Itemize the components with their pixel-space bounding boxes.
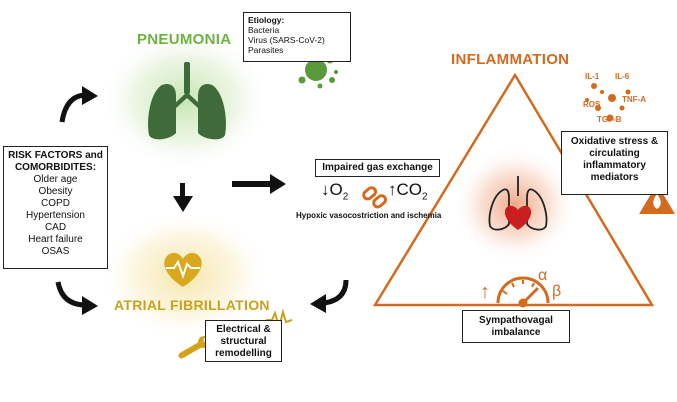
gas-exchange-label: Impaired gas exchange: [322, 162, 433, 173]
oxidative-stress-box: Oxidative stress & circulating inflammat…: [561, 131, 668, 195]
cytokine-ros: ROS: [583, 100, 601, 109]
risk-factor-item: COPD: [41, 198, 70, 209]
sympathetic-up-arrow: ↑: [480, 281, 490, 303]
heart-rate-icon: [164, 252, 202, 287]
risk-factor-item: Older age: [33, 174, 78, 185]
risk-factors-box: RISK FACTORS and COMORBIDITES: Older age…: [3, 146, 108, 269]
curved-arrow-to-pneumonia: [59, 86, 98, 123]
lungs-heart-icon: [488, 176, 548, 231]
inflammation-glow: [453, 147, 577, 263]
atrial-fibrillation-title: ATRIAL FIBRILLATION: [114, 297, 270, 313]
risk-factor-item: CAD: [44, 222, 67, 233]
pneumonia-title: PNEUMONIA: [137, 31, 232, 48]
cytokine-dots-icon: [585, 83, 631, 122]
remodelling-box: Electrical & structural remodelling: [205, 320, 282, 362]
oxidative-stress-label: Oxidative stress & circulating inflammat…: [570, 136, 659, 183]
sympathovagal-label: Sympathovagal imbalance: [479, 315, 553, 338]
risk-factor-item: OSAS: [41, 246, 70, 257]
risk-factor-item: Heart failure: [28, 234, 83, 245]
etiology-item: Virus (SARS-CoV-2): [248, 35, 325, 45]
curved-arrow-to-atrial: [55, 281, 98, 315]
co2-subscript: 2: [422, 191, 428, 203]
o2-indicator: ↓O2: [321, 180, 348, 202]
cytokine-il6: IL-6: [615, 72, 630, 81]
gas-exchange-box: Impaired gas exchange: [315, 159, 440, 177]
gas-exchange-caption: Hypoxic vasocostriction and ischemia: [296, 211, 442, 220]
o2-symbol: O: [329, 180, 343, 199]
lungs-icon: [148, 62, 226, 140]
co2-indicator: ↑CO2: [388, 180, 428, 202]
arrow-to-gas-exchange: [232, 174, 286, 194]
risk-factor-item: Hypertension: [26, 210, 85, 221]
pneumonia-glow: [100, 30, 270, 170]
inflammation-title: INFLAMMATION: [451, 51, 570, 68]
sympathovagal-box: Sympathovagal imbalance: [462, 310, 570, 343]
cytokine-tgfb: TGF-B: [597, 115, 622, 124]
risk-factors-heading: RISK FACTORS and COMORBIDITES:: [8, 150, 103, 173]
etiology-item: Parasites: [248, 45, 284, 55]
chain-link-icon: [362, 186, 388, 209]
curved-arrow-inflammation-to-atrial: [310, 279, 349, 313]
etiology-heading: Etiology:: [248, 15, 285, 25]
remodelling-label: Electrical & structural remodelling: [215, 324, 272, 359]
co2-arrow: ↑: [388, 180, 397, 199]
o2-arrow: ↓: [321, 180, 330, 199]
arrow-pneumonia-down: [173, 183, 193, 212]
alpha-symbol: α: [538, 267, 548, 284]
o2-subscript: 2: [342, 191, 349, 203]
warning-fire-icon: [639, 184, 675, 214]
cytokine-il1: IL-1: [585, 72, 600, 81]
cytokine-tnfa: TNF-A: [622, 95, 646, 104]
risk-factor-item: Obesity: [38, 186, 73, 197]
etiology-item: Bacteria: [248, 25, 280, 35]
co2-symbol: CO: [396, 180, 423, 199]
beta-symbol: β: [552, 283, 562, 300]
gauge-icon: [496, 276, 550, 308]
